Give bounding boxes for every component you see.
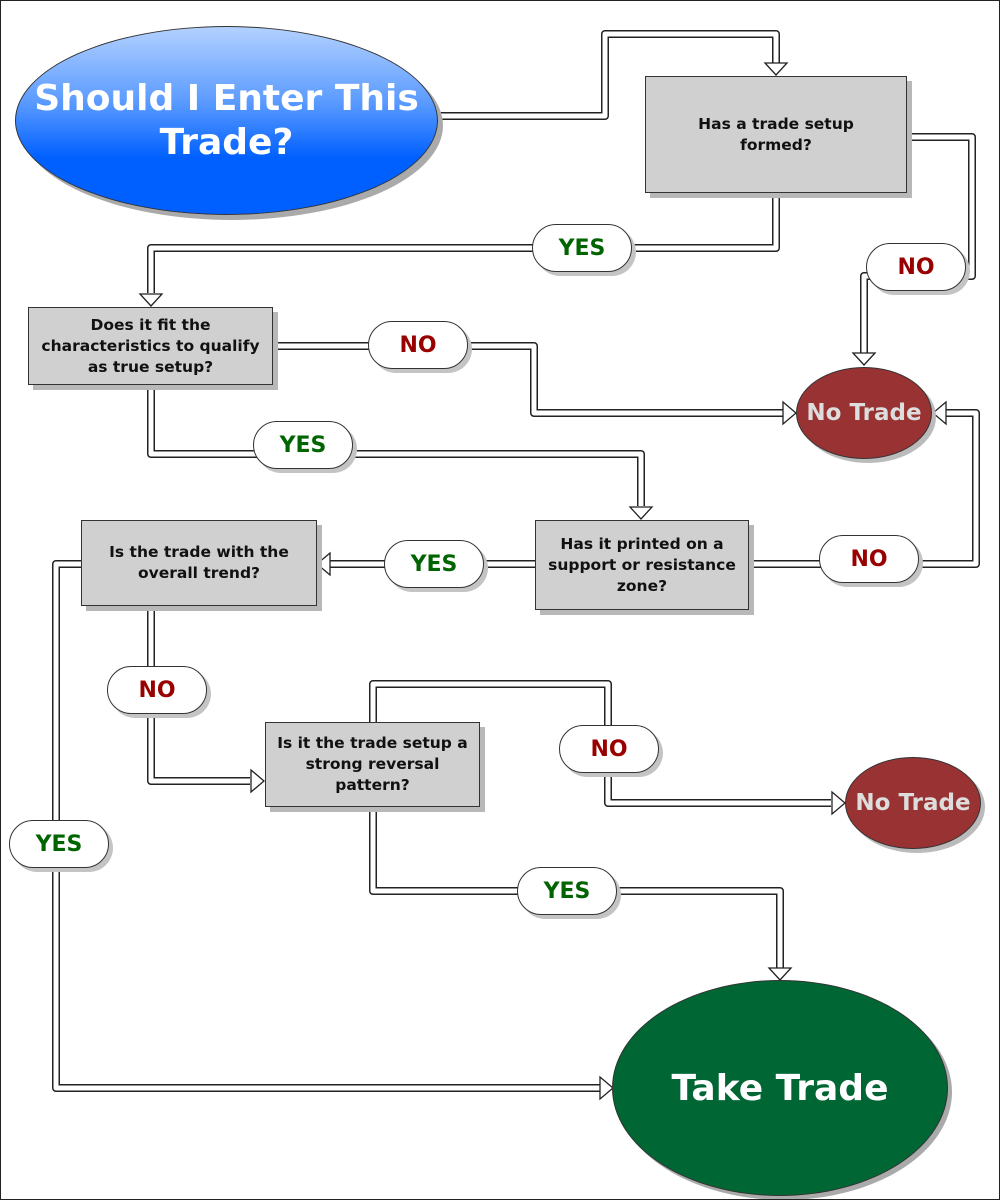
question-true-setup: Does it fit the characteristics to quali…: [28, 307, 273, 385]
yes-label: YES: [532, 224, 632, 272]
no-label: NO: [819, 535, 919, 583]
no-trade-node: No Trade: [796, 367, 932, 459]
arrow-right-icon: [250, 768, 266, 794]
arrow-right-icon: [599, 1075, 615, 1101]
arrow-down-icon: [628, 506, 654, 520]
arrow-down-icon: [763, 62, 789, 76]
no-label: NO: [559, 725, 659, 773]
yes-label: YES: [384, 540, 484, 588]
arrow-left-icon: [315, 551, 331, 577]
no-label: NO: [107, 666, 207, 714]
yes-label: YES: [9, 820, 109, 868]
arrow-down-icon: [138, 293, 164, 307]
yes-label: YES: [253, 421, 353, 469]
arrow-right-icon: [831, 790, 847, 816]
arrow-down-icon: [767, 967, 793, 981]
arrow-down-icon: [851, 352, 877, 366]
no-label: NO: [866, 243, 966, 291]
arrow-left-icon: [931, 400, 947, 426]
take-trade-node: Take Trade: [612, 980, 948, 1196]
question-reversal-pattern: Is it the trade setup a strong reversal …: [265, 722, 480, 807]
start-node: Should I Enter This Trade?: [15, 26, 438, 215]
question-support-resistance: Has it printed on a support or resistanc…: [535, 520, 749, 610]
yes-label: YES: [517, 867, 617, 915]
arrow-right-icon: [782, 400, 798, 426]
question-overall-trend: Is the trade with the overall trend?: [81, 520, 317, 606]
question-trade-setup-formed: Has a trade setup formed?: [645, 76, 907, 193]
no-trade-node: No Trade: [845, 757, 981, 849]
no-label: NO: [368, 321, 468, 369]
